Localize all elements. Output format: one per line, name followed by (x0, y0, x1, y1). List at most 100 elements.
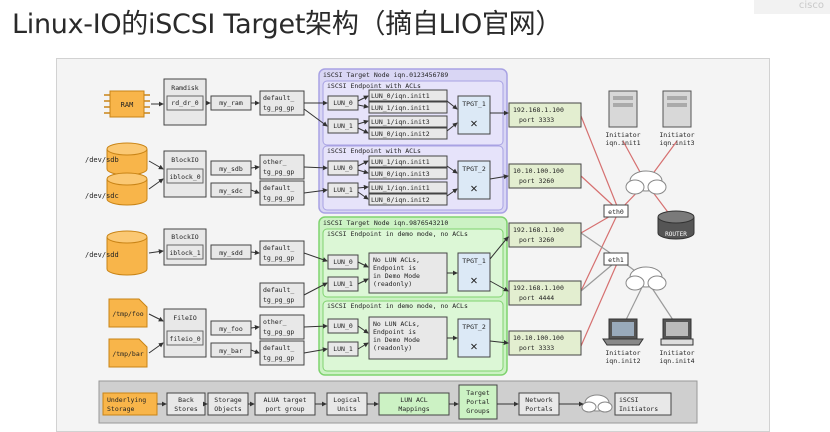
legend-back-1: Back (178, 396, 194, 404)
router-label: ROUTER (665, 231, 687, 238)
legend-netp-2: Portals (525, 405, 552, 413)
target1-endpoint2-title: iSCSI Endpoint with ACLs (327, 147, 421, 155)
initiator4-label: Initiator (659, 349, 694, 357)
noacl2-line3: in Demo Mode (373, 336, 420, 344)
sdb-label: /dev/sdb (85, 156, 119, 164)
acl-6: LUN_0/iqn.init3 (371, 170, 430, 178)
pg-sdc-line2: tg_pg_gp (263, 194, 294, 202)
portal5-ip: 10.10.100.100 (513, 334, 564, 342)
acl-7: LUN_1/iqn.init1 (371, 184, 430, 192)
noacl1-line1: No LUN ACLs, (373, 256, 420, 264)
object-my-ram: my_ram (219, 99, 243, 107)
portal5-port: port 3333 (519, 344, 554, 352)
acl-8: LUN_0/iqn.init2 (371, 196, 430, 204)
acl-5: LUN_1/iqn.init1 (371, 158, 430, 166)
file-foo-icon: /tmp/foo (108, 298, 148, 328)
initiator-workstation-icon-4 (660, 318, 694, 346)
legend-bar: Underlying Storage Back Stores Storage O… (98, 380, 698, 424)
backstore-blockio-0: BlockIO iblock_0 (163, 150, 207, 198)
target1-endpoint1-title: iSCSI Endpoint with ACLs (327, 82, 421, 90)
eth0-label: eth0 (608, 208, 624, 216)
ram-chip: RAM (104, 90, 150, 118)
storage-objects: my_ram my_sdb my_sdc my_sdd my_foo my_ba… (210, 95, 252, 358)
portal3-ip: 192.168.1.100 (513, 226, 564, 234)
sdc-label: /dev/sdc (85, 192, 119, 200)
pg-bar-line2: tg_pg_gp (263, 354, 294, 362)
file-bar-icon: /tmp/bar (108, 338, 148, 368)
portal4-port: port 4444 (519, 294, 554, 302)
tmp-bar-label: /tmp/bar (112, 350, 143, 358)
noacl2-line4: (readonly) (373, 344, 412, 352)
pg-ram-line1: default_ (263, 94, 294, 102)
router-icon: ROUTER (657, 210, 695, 240)
corner-logo-text: cisco (754, 0, 830, 14)
legend-underlying-2: Storage (107, 405, 134, 413)
svg-text:✕: ✕ (470, 273, 477, 287)
blockio2-name: iblock_1 (169, 249, 200, 257)
network-portals: 192.168.1.100 port 3333 10.10.100.100 po… (508, 102, 582, 356)
t1-lun1: LUN_1 (333, 122, 353, 130)
pg-sdc-line1: default_ (263, 184, 294, 192)
object-my-sdb: my_sdb (219, 165, 243, 173)
noacl2-line1: No LUN ACLs, (373, 320, 420, 328)
cloud-icon-legend (581, 394, 613, 413)
legend-tpg-2: Portal (466, 398, 490, 406)
ramdisk-name: rd_dr_0 (171, 99, 198, 107)
portal3-port: port 3260 (519, 236, 554, 244)
legend-back-2: Stores (174, 405, 198, 413)
pg-sdb-line1: other_ (263, 158, 287, 166)
t2-lun0b: LUN_0 (333, 322, 353, 330)
backstore-fileio: FileIO fileio_0 (163, 308, 207, 358)
portal1-ip: 192.168.1.100 (513, 106, 564, 114)
alua-port-groups: default_ tg_pg_gp other_ tg_pg_gp defaul… (259, 90, 305, 366)
svg-text:✕: ✕ (470, 339, 477, 353)
backstore-blockio-1: BlockIO iblock_1 (163, 228, 207, 266)
initiator2-label: Initiator (605, 349, 640, 357)
initiator-server-icon-1 (608, 90, 638, 128)
legend-alua-1: ALUA target (263, 396, 306, 404)
pg-sdd-line1: default_ (263, 244, 294, 252)
fileio-title: FileIO (173, 314, 197, 322)
disk-sdb (106, 142, 148, 176)
blockio1-name: iblock_0 (169, 173, 200, 181)
noacl1-line4: (readonly) (373, 280, 412, 288)
object-my-bar: my_bar (219, 347, 243, 355)
noacl1-line2: Endpoint is (373, 264, 416, 272)
svg-text:✕: ✕ (470, 116, 477, 130)
initiator3-label: Initiator (659, 131, 694, 139)
target2-endpoint2-title: iSCSI Endpoint in demo mode, no ACLs (327, 302, 468, 310)
initiator-laptop-icon-2 (602, 318, 644, 346)
t2-tpgt2: TPGT_2 (462, 323, 486, 331)
t2-tpgt1: TPGT_1 (462, 257, 486, 265)
cloud-icon (625, 170, 667, 195)
legend-logical-1: Logical (333, 396, 360, 404)
t1-lun0: LUN_0 (333, 99, 353, 107)
t1-lun0b: LUN_0 (333, 164, 353, 172)
t1-tpgt2: TPGT_2 (462, 165, 486, 173)
target2-contents: LUN_0 LUN_1 LUN_0 LUN_1 No LUN ACLs, End… (327, 252, 491, 360)
tmp-foo-label: /tmp/foo (112, 310, 143, 318)
legend-underlying-1: Underlying (107, 396, 146, 404)
pg-sdd-line2: tg_pg_gp (263, 254, 294, 262)
object-my-sdd: my_sdd (219, 249, 243, 257)
pg-foo-line1: other_ (263, 318, 287, 326)
blockio1-title: BlockIO (171, 156, 198, 164)
eth1-label: eth1 (608, 256, 624, 264)
initiator4-name: iqn.init4 (659, 357, 694, 365)
legend-alua-2: port group (265, 405, 304, 413)
initiator1-label: Initiator (605, 131, 640, 139)
t2-lun1: LUN_1 (333, 280, 353, 288)
legend-logical-2: Units (337, 405, 357, 413)
acl-2: LUN_1/iqn.init1 (371, 104, 430, 112)
svg-text:✕: ✕ (470, 181, 477, 195)
portal1-port: port 3333 (519, 116, 554, 124)
portal2-port: port 3260 (519, 177, 554, 185)
noacl2-line2: Endpoint is (373, 328, 416, 336)
disk-sdc (106, 172, 148, 206)
pg-bar-line1: default_ (263, 344, 294, 352)
legend-storage-2: Objects (214, 405, 241, 413)
initiator2-name: iqn.init2 (605, 357, 640, 365)
legend-lunacl-2: Mappings (398, 405, 429, 413)
initiator3-name: iqn.init3 (659, 139, 694, 147)
acl-3: LUN_1/iqn.init3 (371, 118, 430, 126)
